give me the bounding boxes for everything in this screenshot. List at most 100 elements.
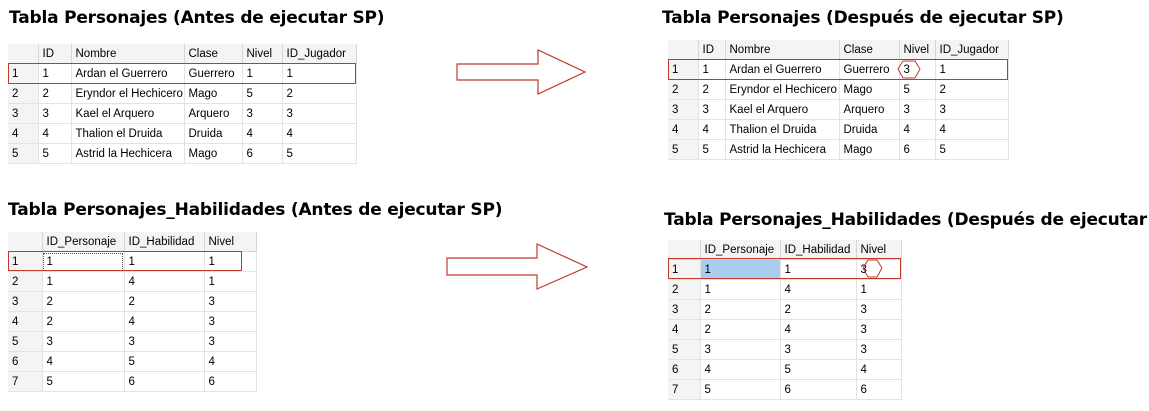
table-cell[interactable]: 5	[899, 79, 936, 100]
table-cell[interactable]: 3	[204, 291, 257, 312]
table-row[interactable]: 5 5 Astrid la Hechicera Mago 6 5	[668, 139, 1009, 160]
table-cell[interactable]: 5	[242, 83, 283, 104]
table-cell[interactable]: 4	[899, 119, 936, 140]
row-number[interactable]: 5	[668, 339, 701, 360]
table-cell[interactable]: 6	[204, 371, 257, 392]
table-cell[interactable]: Guerrero	[839, 59, 900, 80]
column-header[interactable]: Nombre	[725, 40, 840, 60]
row-number[interactable]: 3	[8, 103, 39, 124]
table-row[interactable]: 7 5 6 6	[8, 371, 257, 392]
table-cell[interactable]: 5	[282, 143, 357, 164]
table-cell[interactable]: 1	[124, 251, 205, 272]
table-cell[interactable]: 3	[856, 339, 902, 360]
table-cell[interactable]: 4	[282, 123, 357, 144]
row-number[interactable]: 2	[668, 79, 699, 100]
column-header[interactable]	[668, 240, 701, 260]
column-header[interactable]: ID_Habilidad	[780, 240, 857, 260]
table-cell[interactable]: Mago	[839, 139, 900, 160]
table-cell[interactable]: Eryndor el Hechicero	[71, 83, 185, 104]
row-number[interactable]: 2	[668, 279, 701, 300]
table-cell[interactable]: 3	[204, 311, 257, 332]
table-cell[interactable]: 3	[856, 299, 902, 320]
row-number[interactable]: 1	[668, 259, 701, 280]
column-header[interactable]: Nivel	[856, 240, 902, 260]
table-cell[interactable]: Thalion el Druida	[71, 123, 185, 144]
table-cell[interactable]: 2	[282, 83, 357, 104]
table-cell[interactable]: Kael el Arquero	[71, 103, 185, 124]
table-cell[interactable]: 3	[899, 99, 936, 120]
table-cell[interactable]: 6	[124, 371, 205, 392]
row-number[interactable]: 1	[8, 251, 43, 272]
column-header[interactable]	[8, 44, 39, 64]
row-number[interactable]: 2	[8, 83, 39, 104]
table-cell[interactable]: 5	[780, 359, 857, 380]
table-cell-selected[interactable]: 1	[700, 259, 781, 280]
table-cell[interactable]: 5	[124, 351, 205, 372]
table-cell[interactable]: 2	[124, 291, 205, 312]
row-number[interactable]: 6	[8, 351, 43, 372]
table-cell[interactable]: 4	[124, 271, 205, 292]
table-cell[interactable]: 2	[42, 291, 125, 312]
table-cell[interactable]: 3	[204, 331, 257, 352]
table-row[interactable]: 6 4 5 4	[668, 359, 902, 380]
table-cell[interactable]: Druida	[184, 123, 243, 144]
table-cell[interactable]: 6	[856, 379, 902, 400]
row-number[interactable]: 5	[668, 139, 699, 160]
table-cell[interactable]: Ardan el Guerrero	[725, 59, 840, 80]
table-cell[interactable]: 2	[700, 319, 781, 340]
table-row[interactable]: 2 2 Eryndor el Hechicero Mago 5 2	[8, 83, 357, 104]
table-row[interactable]: 5 3 3 3	[668, 339, 902, 360]
table-cell[interactable]: 4	[698, 119, 726, 140]
table-cell[interactable]: 6	[242, 143, 283, 164]
table-row[interactable]: 1 1 1 3	[668, 259, 902, 280]
table-cell[interactable]: 3	[42, 331, 125, 352]
table-cell[interactable]: 4	[856, 359, 902, 380]
table-cell[interactable]: 5	[42, 371, 125, 392]
row-number[interactable]: 4	[668, 319, 701, 340]
table-cell[interactable]: 2	[698, 79, 726, 100]
column-header[interactable]: Nombre	[71, 44, 185, 64]
table-cell[interactable]: 1	[42, 251, 125, 272]
table-row[interactable]: 2 1 4 1	[668, 279, 902, 300]
table-cell[interactable]: Thalion el Druida	[725, 119, 840, 140]
table-cell[interactable]: Mago	[184, 83, 243, 104]
table-row[interactable]: 4 2 4 3	[8, 311, 257, 332]
table-cell[interactable]: Astrid la Hechicera	[725, 139, 840, 160]
table-cell[interactable]: 3	[698, 99, 726, 120]
table-cell[interactable]: Astrid la Hechicera	[71, 143, 185, 164]
table-cell[interactable]: Ardan el Guerrero	[71, 63, 185, 84]
table-cell[interactable]: Kael el Arquero	[725, 99, 840, 120]
table-row[interactable]: 1 1 1 1	[8, 251, 257, 272]
table-cell[interactable]: 4	[42, 351, 125, 372]
table-cell[interactable]: Mago	[839, 79, 900, 100]
table-cell[interactable]: 4	[204, 351, 257, 372]
table-cell[interactable]: 4	[38, 123, 72, 144]
column-header[interactable]	[668, 40, 699, 60]
table-cell[interactable]: 1	[42, 271, 125, 292]
table-cell[interactable]: 3	[242, 103, 283, 124]
column-header[interactable]: ID_Jugador	[282, 44, 357, 64]
table-cell[interactable]: 4	[780, 319, 857, 340]
table-cell[interactable]: 3	[282, 103, 357, 124]
column-header[interactable]: ID_Habilidad	[124, 232, 205, 252]
table-cell[interactable]: 4	[124, 311, 205, 332]
table-cell[interactable]: 4	[780, 279, 857, 300]
row-number[interactable]: 3	[8, 291, 43, 312]
row-number[interactable]: 7	[668, 379, 701, 400]
row-number[interactable]: 5	[8, 143, 39, 164]
table-cell[interactable]: 4	[935, 119, 1009, 140]
table-row[interactable]: 3 2 2 3	[8, 291, 257, 312]
row-number[interactable]: 3	[668, 99, 699, 120]
table-cell[interactable]: 1	[856, 279, 902, 300]
table-cell[interactable]: 1	[204, 251, 257, 272]
table-cell[interactable]: 1	[204, 271, 257, 292]
table-row[interactable]: 4 2 4 3	[668, 319, 902, 340]
table-cell[interactable]: 5	[38, 143, 72, 164]
table-cell[interactable]: 2	[935, 79, 1009, 100]
table-row[interactable]: 1 1 Ardan el Guerrero Guerrero 1 1	[8, 63, 357, 84]
row-number[interactable]: 6	[668, 359, 701, 380]
table-cell[interactable]: 1	[700, 279, 781, 300]
table-cell[interactable]: 2	[700, 299, 781, 320]
row-number[interactable]: 1	[8, 63, 39, 84]
table-row[interactable]: 5 3 3 3	[8, 331, 257, 352]
